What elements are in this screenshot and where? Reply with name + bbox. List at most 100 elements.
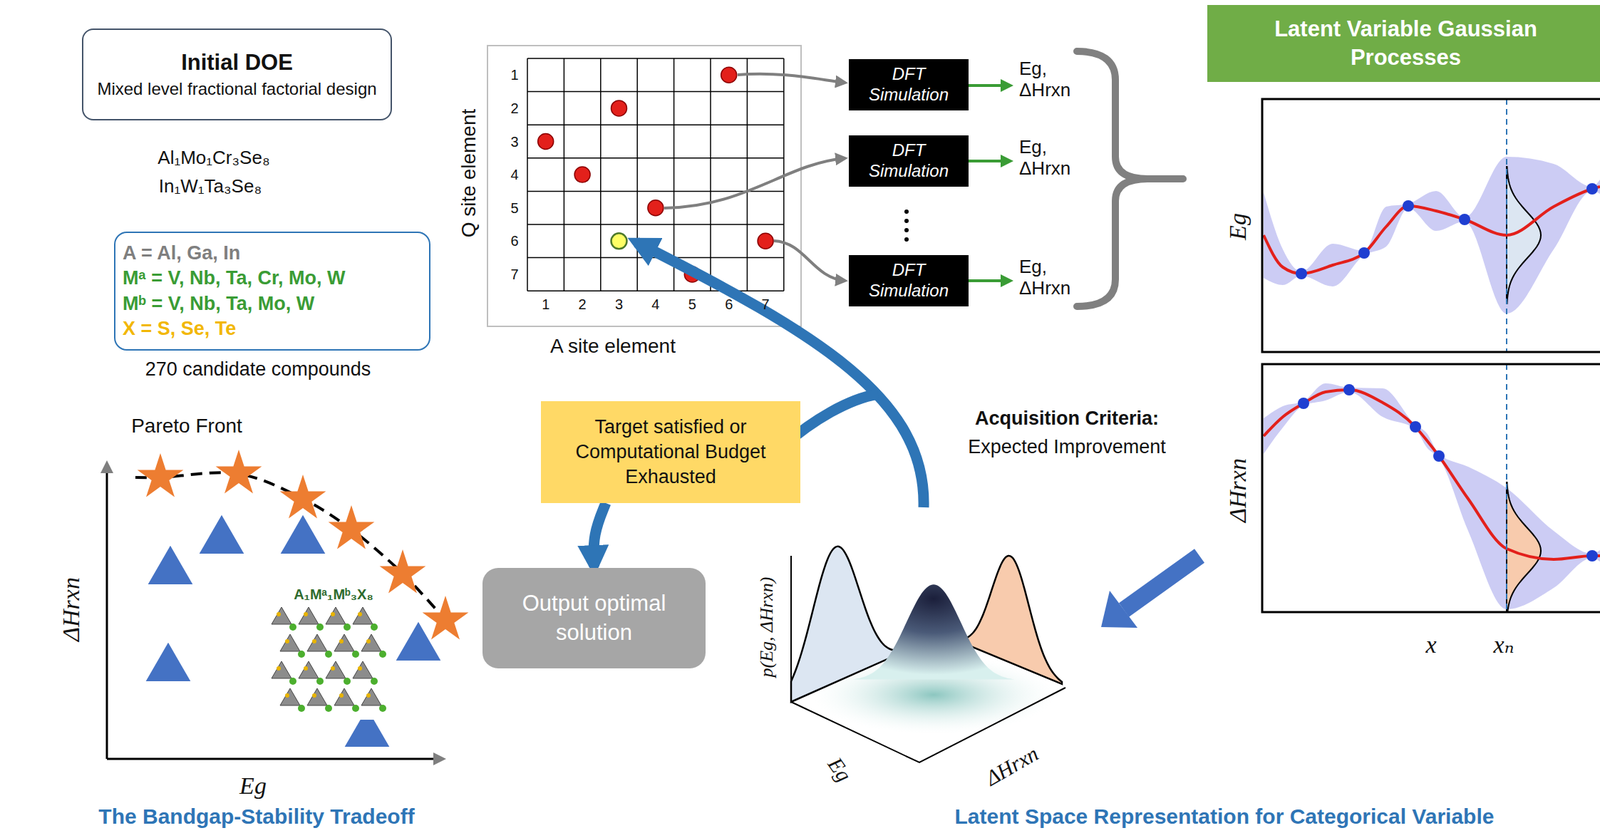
grid-line [600,58,602,291]
grid-line [636,58,638,291]
plot-ground [1262,99,1600,353]
grid-line [527,91,784,93]
query-line [1505,99,1508,353]
axis-label: p(Eg, ΔHrxn) [756,577,778,678]
sampled-point [647,200,664,216]
observation [1402,200,1414,212]
tick-label: 4 [651,296,660,313]
grid-line [527,157,784,159]
predictive-distribution [1506,482,1541,613]
tetrahedron [298,661,319,679]
tetrahedron [352,607,373,625]
tetrahedron [271,607,292,625]
plot-title: Pareto Front [131,414,243,438]
pareto-plot [135,449,469,747]
block-arrow [1101,555,1200,628]
grid-line [527,57,784,60]
dominated-point [280,515,326,554]
atom [316,623,324,631]
flow-arrow [593,503,606,567]
node-text: X = S, Se, Te [122,316,422,342]
process-box: DFT Simulation [848,255,969,307]
atom [357,612,363,617]
observation [1409,421,1422,433]
dft-arrows [664,74,846,281]
crystal-structure [270,607,387,720]
dominated-point [199,515,245,554]
node-text: DFT Simulation [854,140,963,182]
axis-label: x [1425,630,1437,659]
plot-axes [791,555,1066,763]
joint-distribution-plot [791,546,1066,763]
atom [303,666,308,671]
axis-label: ΔHrxn [981,741,1043,792]
output-label: Eg, ΔHrxn [1019,58,1088,102]
crystal-ground [270,607,383,720]
atom [357,666,363,671]
mean-curve [1263,389,1600,560]
node-text: A = Al, Ga, In [122,240,422,266]
plot-frame [1262,364,1600,613]
tick-label: 7 [761,296,770,313]
axis-label: Eg [1223,213,1252,241]
axis-label: ΔHrxn [1223,458,1252,523]
grid-line [527,124,784,126]
pareto-point [280,474,327,519]
tetrahedron [334,688,355,706]
tetrahedron [361,634,382,652]
count-note: 270 candidate compounds [145,358,372,381]
observation [1433,450,1445,462]
tick-label: 3 [510,133,519,150]
atom [297,650,306,658]
gaussian-process-plots [1262,99,1600,620]
process-box: DFT Simulation [848,135,969,187]
tetrahedron [280,688,301,706]
node-text: Latent Variable Gaussian Processes [1218,14,1593,73]
sampled-point [721,66,737,83]
dominated-point [396,622,442,661]
atom [324,704,333,712]
output-arrow [965,159,1011,163]
observation [1343,384,1355,396]
atom [285,639,290,644]
tetrahedron [298,607,319,625]
node-text: DFT Simulation [854,64,963,106]
output-label: Eg, ΔHrxn [1019,136,1088,180]
confidence-band [1263,156,1600,314]
atom [316,677,324,685]
sampled-point [611,100,628,117]
observation [1358,247,1370,259]
grid-frame [487,45,802,327]
atom [312,693,317,698]
atom [370,623,378,631]
atom [343,677,351,685]
axis-label: Eg [239,771,267,800]
atom [379,704,387,712]
grid-line [746,58,749,291]
caption: Latent Space Representation for Categori… [955,804,1495,830]
sample-arrow [773,240,846,281]
axis-label: A site element [550,334,676,358]
tick-label: 2 [510,99,519,117]
sample-arrow [737,74,846,83]
axis-label: Eg [822,752,856,787]
node-text: Target satisfied or Computational Budget… [550,414,791,490]
tetrahedron [307,634,328,652]
observation [1586,183,1598,195]
formula: In₁W₁Ta₃Se₈ [158,176,262,198]
x-axis [106,758,444,761]
atom [366,639,371,644]
observation [1297,397,1310,410]
decision-box: Target satisfied or Computational Budget… [540,401,801,504]
axis-label: Q site element [457,109,481,239]
atom [276,612,281,617]
tetrahedron [307,688,328,706]
tick-label: 4 [510,166,519,184]
axis-label: ΔHrxn [57,577,85,642]
atom [276,666,281,671]
tick-label: 5 [510,199,519,216]
atom [324,650,333,658]
grid-line [526,58,529,291]
grid-line [527,290,784,292]
